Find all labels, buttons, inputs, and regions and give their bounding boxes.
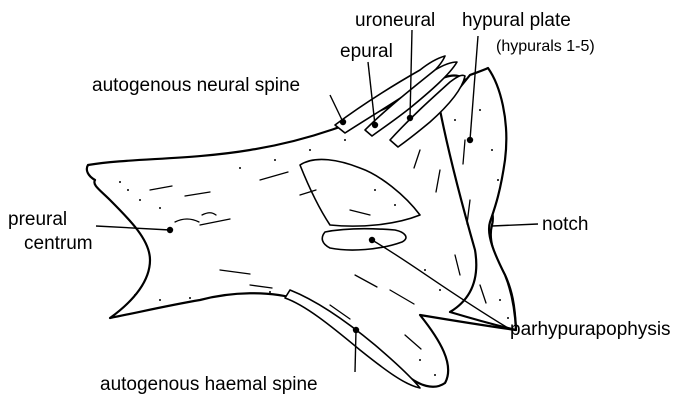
- label-parhypurapophysis: parhypurapophysis: [510, 319, 671, 340]
- label-autogenous-neural-spine: autogenous neural spine: [92, 75, 300, 96]
- label-autogenous-haemal-spine: autogenous haemal spine: [100, 374, 318, 395]
- label-centrum: centrum: [24, 233, 93, 254]
- label-preural: preural: [8, 209, 67, 230]
- label-hypural-plate: hypural plate: [462, 10, 571, 31]
- leader-neural-spine: [330, 95, 346, 125]
- leader-notch: [492, 224, 538, 226]
- label-notch: notch: [542, 214, 588, 235]
- label-epural: epural: [340, 41, 393, 62]
- label-hypural-plate-note: (hypurals 1-5): [496, 38, 595, 55]
- label-uroneural: uroneural: [355, 10, 435, 31]
